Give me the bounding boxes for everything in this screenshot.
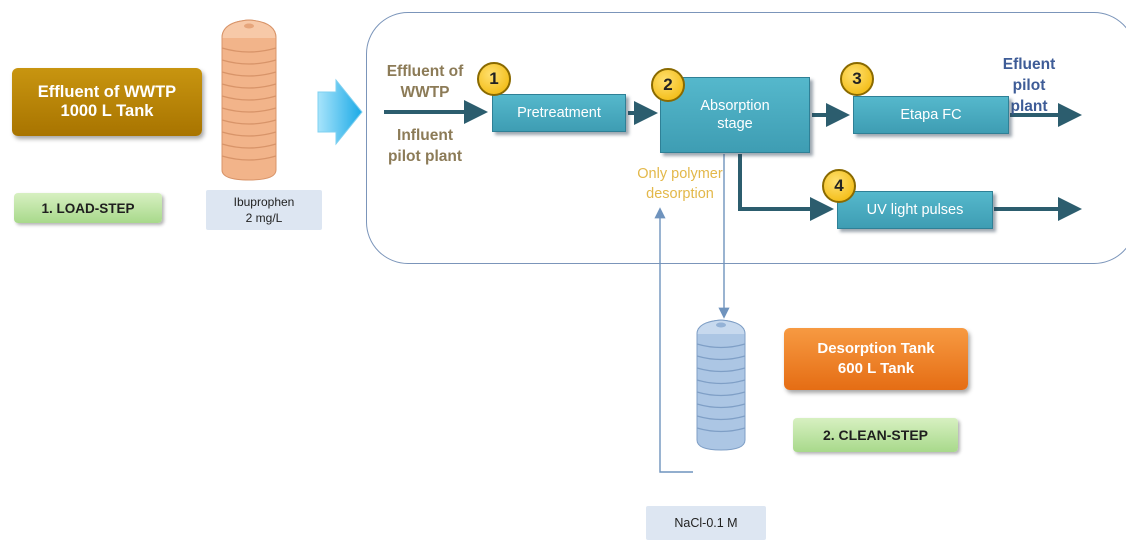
ibuprofen-line-1: Ibuprophen [233,194,295,209]
stage-pretreatment: Pretreatment [492,94,626,132]
stage-number-badge-3: 3 [840,62,874,96]
stage-uv-light-pulses: UV light pulses [837,191,993,229]
inlet-influent-line-2: pilot plant [387,147,463,165]
ibuprofen-label: Ibuprophen 2 mg/L [206,190,322,230]
desorption-note-line-2: desorption [646,185,714,202]
inlet-effluent-line-1: Effluent of [386,63,464,80]
effluent-tank-label: Effluent of WWTP 1000 L Tank [12,68,202,136]
desorption-note: Only polymer desorption [620,165,740,204]
stage-absorption-line-2: stage [717,116,753,132]
arrow-2-4 [738,154,834,221]
desorption-note-line-1: Only polymer [637,166,723,182]
clean-step-label: 2. CLEAN-STEP [822,427,928,443]
ibuprofen-line-2: 2 mg/L [245,211,283,225]
effluent-tank-line-1: Effluent of WWTP [37,83,177,101]
outlet-line-1: Efluent pilot [1002,56,1056,94]
load-step-badge: 1. LOAD-STEP [14,193,162,223]
stage-absorption: Absorption stage [660,77,810,153]
outlet-line-2: plant [1010,97,1048,115]
stage-uv-label: UV light pulses [866,202,964,218]
inlet-influent-label: Influent pilot plant [382,126,468,168]
stage-number-badge-4: 4 [822,169,856,203]
stage-etapa-fc-label: Etapa FC [900,107,962,123]
stage-pretreatment-label: Pretreatment [517,105,601,121]
desorption-tank-line-1: Desorption Tank [817,339,935,357]
stage-absorption-line-1: Absorption [700,97,770,114]
effluent-tank-icon [221,19,277,181]
desorption-return-line [654,207,693,473]
load-step-label: 1. LOAD-STEP [41,200,135,216]
desorption-tank-icon [696,319,746,451]
inlet-effluent-label: Effluent of WWTP [382,62,468,104]
nacl-label: NaCl-0.1 M [646,506,766,540]
inlet-influent-line-1: Influent [397,127,453,144]
nacl-text: NaCl-0.1 M [674,516,738,530]
stage-number-badge-2: 2 [651,68,685,102]
pilot-plant-frame [366,12,1126,264]
feed-arrow [317,78,363,146]
desorption-tank-label: Desorption Tank 600 L Tank [784,328,968,390]
stage-number-badge-1: 1 [477,62,511,96]
stage-etapa-fc: Etapa FC [853,96,1009,134]
inlet-effluent-line-2: WWTP [400,83,450,101]
outlet-label: Efluent pilot plant [986,55,1072,118]
clean-step-badge: 2. CLEAN-STEP [793,418,958,452]
desorption-tank-line-2: 600 L Tank [837,360,915,377]
effluent-tank-line-2: 1000 L Tank [60,102,154,120]
